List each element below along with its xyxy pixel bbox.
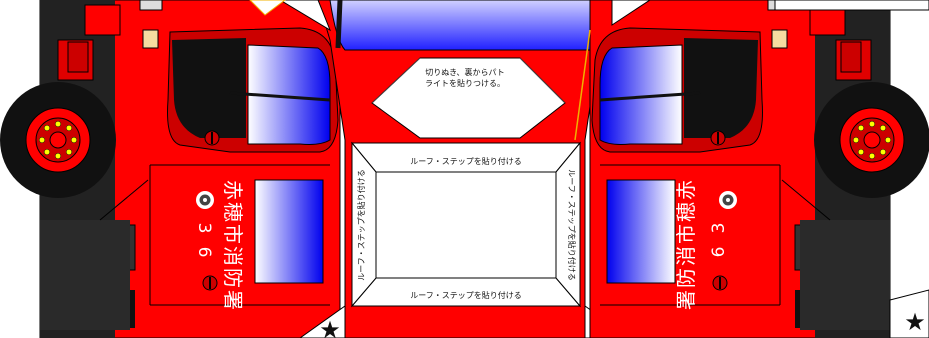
left-station-name-char-5: 防	[221, 268, 245, 288]
left-station-name-char-4: 消	[221, 246, 245, 266]
right-station-name-char-1: 赤	[674, 180, 698, 200]
right-door-emblem	[719, 191, 737, 209]
left-unit-number-char-1: 3	[194, 223, 214, 234]
left-unit-number-char-2: 6	[194, 247, 214, 258]
right-station-name-char-4: 消	[674, 246, 698, 266]
right-station-name-char-3: 市	[674, 224, 698, 244]
right-door-label: 赤 穂 市 消 防 署 3 6	[674, 180, 737, 310]
left-station-name-char-1: 赤	[221, 180, 245, 200]
left-wheel	[0, 82, 116, 198]
left-wheel-lug-nuts	[38, 120, 78, 160]
star-icon: ★	[319, 316, 341, 338]
right-wheel-lug-nuts	[852, 120, 892, 160]
roof-step-right-label: ルーフ・ステップを貼り付ける	[567, 169, 577, 281]
roof-step-bottom-label: ルーフ・ステップを貼り付ける	[410, 290, 522, 300]
top-left-tab	[249, 0, 286, 16]
roof-step-glue-area	[375, 171, 557, 279]
left-door-label: 赤 穂 市 消 防 署 3 6	[194, 180, 245, 310]
left-station-name-char-6: 署	[221, 290, 245, 310]
right-station-name-char-2: 穂	[674, 202, 698, 222]
roof-step-top-label: ルーフ・ステップを貼り付ける	[410, 156, 522, 166]
top-right-tab	[611, 0, 929, 26]
star-icon: ★	[904, 308, 926, 336]
right-station-name-char-6: 署	[674, 290, 698, 310]
roof-step-left-label: ルーフ・ステップを貼り付ける	[356, 169, 366, 281]
roof-note-line-1: 切りぬき、裏からパト	[425, 67, 505, 77]
left-cab-side-panel	[39, 0, 356, 338]
left-door-emblem	[196, 191, 214, 209]
roof-note-line-2: ライトを貼りつける。	[425, 78, 505, 88]
left-station-name-char-2: 穂	[221, 202, 245, 222]
right-station-name-char-5: 防	[674, 268, 698, 288]
roof-step-area: ルーフ・ステップを貼り付ける ルーフ・ステップを貼り付ける ルーフ・ステップを貼…	[350, 141, 582, 308]
right-side-window	[599, 44, 683, 145]
left-side-window	[247, 44, 331, 145]
right-unit-number-char-2: 6	[709, 247, 729, 258]
left-door-window	[254, 179, 324, 284]
bottom-right-star-tab: ★	[889, 289, 929, 338]
right-door-window	[606, 179, 676, 284]
right-wheel	[814, 82, 929, 198]
right-unit-number-char-1: 3	[709, 223, 729, 234]
windshield	[329, 0, 607, 51]
left-station-name-char-3: 市	[221, 224, 245, 244]
